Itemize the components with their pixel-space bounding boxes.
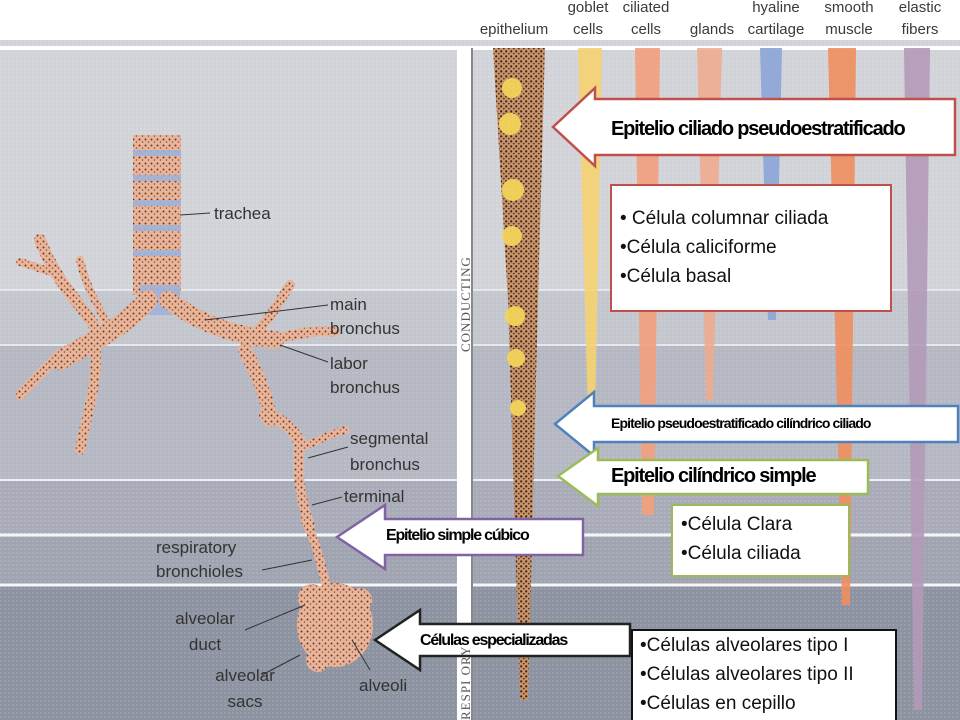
leader-lines (179, 212, 371, 676)
trachea-cell-1: • Célula columnar ciliada (620, 208, 829, 229)
header-hyaline-cartilage: hyaline cartilage (739, 0, 813, 38)
label-duct-line2: duct (188, 635, 222, 654)
alveolar-box-frame (631, 629, 897, 720)
alveolar-cell-1: •Células alveolares tipo I (640, 635, 849, 656)
header-elastic-fibers: elastic fibers (888, 0, 952, 38)
purple-arrow-shape (334, 502, 585, 572)
label-sacs-line2: sacs (227, 692, 263, 711)
label-alveolar-duct: alveolar duct (171, 609, 239, 655)
arrow-specialized-cells: Células especializadas (420, 632, 568, 649)
label-trachea: trachea (214, 204, 271, 223)
alveolar-cell-3: •Células en cepillo (640, 693, 796, 714)
bronchiole-cell-2: •Célula ciliada (681, 543, 801, 564)
arrow-simple-columnar: Epitelio cilíndrico simple (611, 465, 817, 487)
trachea-cell-2: •Célula caliciforme (620, 237, 777, 258)
label-segmental-line1: segmental (350, 429, 429, 448)
header-hyaline-line2: cartilage (747, 21, 805, 38)
header-elastic-line2: fibers (901, 21, 939, 38)
trachea-cells-box: • Célula columnar ciliada •Célula calici… (620, 204, 828, 291)
zone-respiratory-label: RESPI ORY (458, 645, 473, 720)
trachea-cell-3: •Célula basal (620, 266, 732, 287)
trachea-box-frame (610, 184, 892, 312)
label-segmental-line2: bronchus (350, 455, 420, 474)
label-main-bronchus: main bronchus (330, 295, 400, 339)
arrow-pseudostratified-ciliated: Epitelio ciliado pseudoestratificado (611, 118, 906, 140)
zone-conducting-label: CONDUCTING (458, 256, 473, 352)
label-segmental-bronchus: segmental bronchus (350, 429, 428, 475)
header-glands: glands (689, 21, 735, 38)
label-terminal-bronchiole: terminal (344, 487, 405, 506)
header-elastic-line1: elastic (898, 0, 942, 16)
arrow-simple-cuboidal: Epitelio simple cúbico (386, 527, 530, 544)
label-respiratory-line1: respiratory (156, 538, 237, 557)
header-smooth-line2: muscle (825, 21, 873, 38)
label-duct-line1: alveolar (175, 609, 235, 628)
header-ciliated-line1: ciliated (622, 0, 670, 16)
elastic-fibers-stripe (904, 48, 930, 710)
bronchiole-cell-1: •Célula Clara (681, 514, 793, 535)
bronchiole-box-frame (671, 504, 850, 577)
label-respiratory-line2: bronchioles (156, 562, 243, 581)
header-goblet-line2: cells (572, 21, 603, 38)
arrow-pseudostratified-columnar: Epitelio pseudoestratificado cilíndrico … (611, 415, 871, 431)
header-ciliated-cells: ciliated cells (616, 0, 676, 38)
label-alveolar-sacs: alveolar sacs (212, 666, 278, 712)
label-respiratory-bronchioles: respiratory bronchioles (156, 538, 243, 582)
header-hyaline-line1: hyaline (752, 0, 800, 16)
header-smooth-line1: smooth (824, 0, 874, 16)
label-main-line2: bronchus (330, 319, 400, 338)
bronchial-tree (15, 135, 373, 672)
header-goblet-cells: goblet cells (560, 0, 616, 38)
label-labor-line1: labor (330, 354, 368, 373)
alveolar-cells-box: •Células alveolares tipo I •Células alve… (640, 631, 854, 718)
label-labor-line2: bronchus (330, 378, 400, 397)
green-arrow-shape (555, 445, 870, 509)
black-arrow-shape (372, 607, 632, 673)
label-alveoli: alveoli (359, 676, 408, 695)
label-main-line1: main (330, 295, 367, 314)
red-arrow-shape (551, 85, 957, 169)
label-labor-bronchus: labor bronchus (330, 354, 400, 398)
header-ciliated-line2: cells (630, 21, 661, 38)
bronchiole-cells-box: •Célula Clara •Célula ciliada (681, 510, 801, 568)
header-epithelium: epithelium (479, 21, 549, 38)
alveolar-cell-2: •Células alveolares tipo II (640, 664, 854, 685)
header-smooth-muscle: smooth muscle (813, 0, 885, 38)
header-goblet-line1: goblet (567, 0, 609, 16)
label-sacs-line1: alveolar (215, 666, 275, 685)
blue-arrow-shape (553, 389, 960, 459)
